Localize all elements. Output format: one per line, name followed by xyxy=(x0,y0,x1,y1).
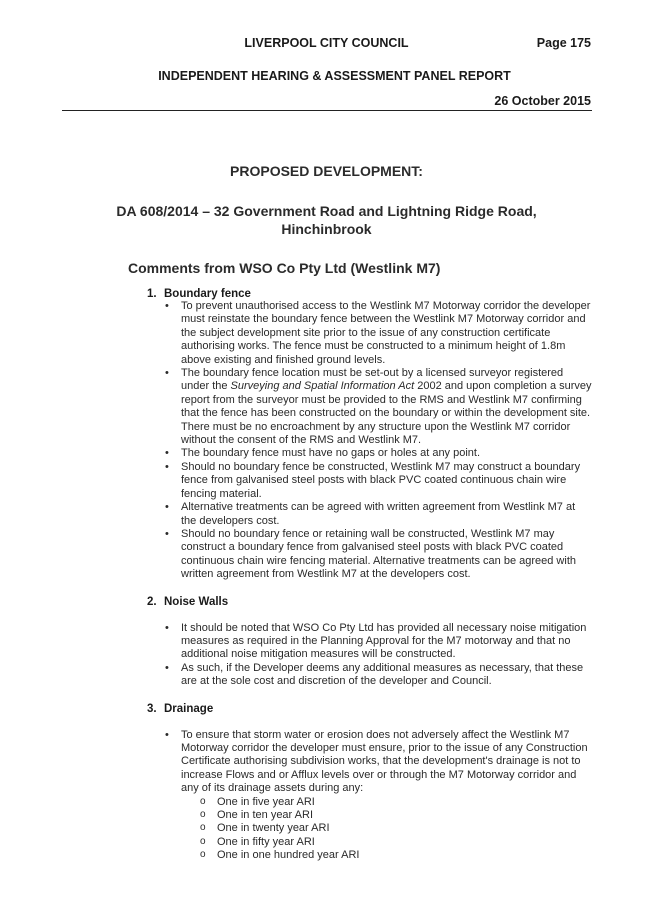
header-divider xyxy=(62,110,592,111)
document-title: PROPOSED DEVELOPMENT: xyxy=(230,163,423,179)
section-number: 1. xyxy=(147,288,157,300)
act-name: Surveying and Spatial Information Act xyxy=(230,380,415,393)
sub-list-item: One in fifty year ARI xyxy=(181,835,592,849)
section-title: 3. Drainage xyxy=(147,703,592,715)
sub-list-item: One in five year ARI xyxy=(181,795,592,809)
list-item: Alternative treatments can be agreed wit… xyxy=(147,501,592,528)
list-item: Should no boundary fence or retaining wa… xyxy=(147,528,592,582)
section-number: 3. xyxy=(147,702,157,715)
list-item: Should no boundary fence be constructed,… xyxy=(147,461,592,501)
list-item: To prevent unauthorised access to the We… xyxy=(147,300,592,367)
section-heading: Boundary fence xyxy=(164,288,251,300)
comments-heading: Comments from WSO Co Pty Ltd (Westlink M… xyxy=(128,260,441,276)
council-name: LIVERPOOL CITY COUNCIL xyxy=(244,36,409,50)
section-title: 2. Noise Walls xyxy=(147,596,592,608)
section-heading: Noise Walls xyxy=(164,595,229,608)
sub-list-item: One in ten year ARI xyxy=(181,808,592,822)
section-number: 2. xyxy=(147,595,157,608)
section-boundary-fence: 1. Boundary fence To prevent unauthorise… xyxy=(147,288,592,582)
section-noise-walls: 2. Noise Walls It should be noted that W… xyxy=(147,596,592,689)
subtitle-line-1: DA 608/2014 – 32 Government Road and Lig… xyxy=(116,203,537,219)
report-title: INDEPENDENT HEARING & ASSESSMENT PANEL R… xyxy=(158,69,511,83)
subtitle-line-2: Hinchinbrook xyxy=(281,221,372,237)
bullet-list: It should be noted that WSO Co Pty Ltd h… xyxy=(147,622,592,689)
bullet-list: To prevent unauthorised access to the We… xyxy=(147,300,592,582)
list-item-text: To ensure that storm water or erosion do… xyxy=(181,728,588,795)
list-item: The boundary fence location must be set-… xyxy=(147,367,592,447)
sub-bullet-list: One in five year ARI One in ten year ARI… xyxy=(181,795,592,863)
list-item: The boundary fence must have no gaps or … xyxy=(147,447,592,461)
sub-list-item: One in one hundred year ARI xyxy=(181,848,592,862)
section-title: 1. Boundary fence xyxy=(147,288,592,300)
list-item: It should be noted that WSO Co Pty Ltd h… xyxy=(147,622,592,662)
page-number: Page 175 xyxy=(536,36,591,50)
section-heading: Drainage xyxy=(164,702,214,715)
report-date: 26 October 2015 xyxy=(494,94,591,108)
sub-list-item: One in twenty year ARI xyxy=(181,821,592,835)
list-item-text: 2002 and upon completion a survey report… xyxy=(181,380,592,447)
list-item-text: The boundary fence location must be set-… xyxy=(181,367,564,393)
document-body: PROPOSED DEVELOPMENT: DA 608/2014 – 32 G… xyxy=(0,163,653,863)
bullet-list: To ensure that storm water or erosion do… xyxy=(147,729,592,863)
list-item: As such, if the Developer deems any addi… xyxy=(147,662,592,689)
section-drainage: 3. Drainage To ensure that storm water o… xyxy=(147,703,592,863)
list-item: To ensure that storm water or erosion do… xyxy=(147,729,592,863)
document-subtitle: DA 608/2014 – 32 Government Road and Lig… xyxy=(80,202,573,238)
report-title-row: INDEPENDENT HEARING & ASSESSMENT PANEL R… xyxy=(0,69,653,83)
